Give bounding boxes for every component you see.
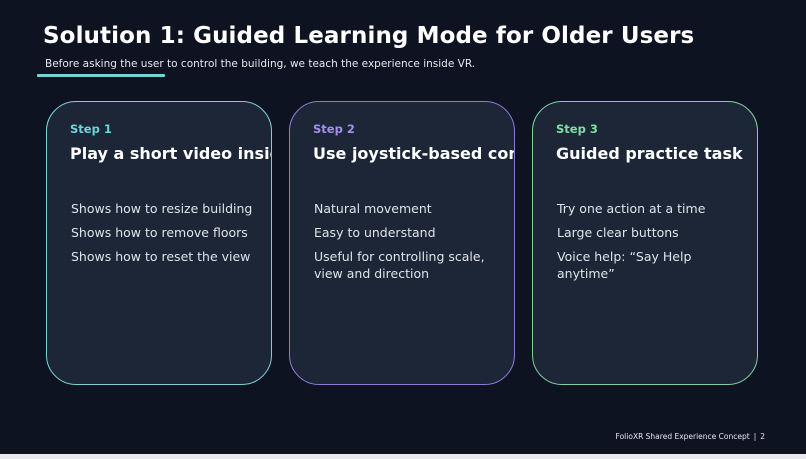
step-card-3: Step 3 Guided practice task Try one acti… [532,101,758,385]
title-accent-line [37,74,165,77]
list-item: Natural movement [314,201,432,216]
list-item: Shows how to remove floors [71,225,248,240]
step-card-2: Step 2 Use joystick-based controls Natur… [289,101,515,385]
card-title: Play a short video inside VR [70,144,271,163]
list-item: Voice help: “Say Help anytime” [557,249,692,281]
list-item: Shows how to resize building [71,201,253,216]
bullet-list: Shows how to resize building Shows how t… [71,200,261,272]
card-title: Use joystick-based controls [313,144,514,163]
slide-subtitle: Before asking the user to control the bu… [45,58,476,70]
footer-text: FolioXR Shared Experience Concept [615,432,750,441]
step-label: Step 3 [556,122,598,136]
slide-footer: FolioXR Shared Experience Concept|2 [616,432,765,441]
list-item: Large clear buttons [557,225,679,240]
slide-title: Solution 1: Guided Learning Mode for Old… [43,23,695,49]
bullet-list: Try one action at a time Large clear but… [557,200,747,289]
step-label: Step 1 [70,122,112,136]
bullet-list: Natural movement Easy to understand Usef… [314,200,504,289]
page-number: 2 [760,432,765,441]
list-item: Easy to understand [314,225,436,240]
step-card-1: Step 1 Play a short video inside VR Show… [46,101,272,385]
footer-separator: | [753,432,757,441]
list-item: Shows how to reset the view [71,249,251,264]
list-item: Useful for controlling scale, view and d… [314,249,485,281]
step-label: Step 2 [313,122,355,136]
list-item: Try one action at a time [557,201,706,216]
card-title: Guided practice task [556,144,743,163]
